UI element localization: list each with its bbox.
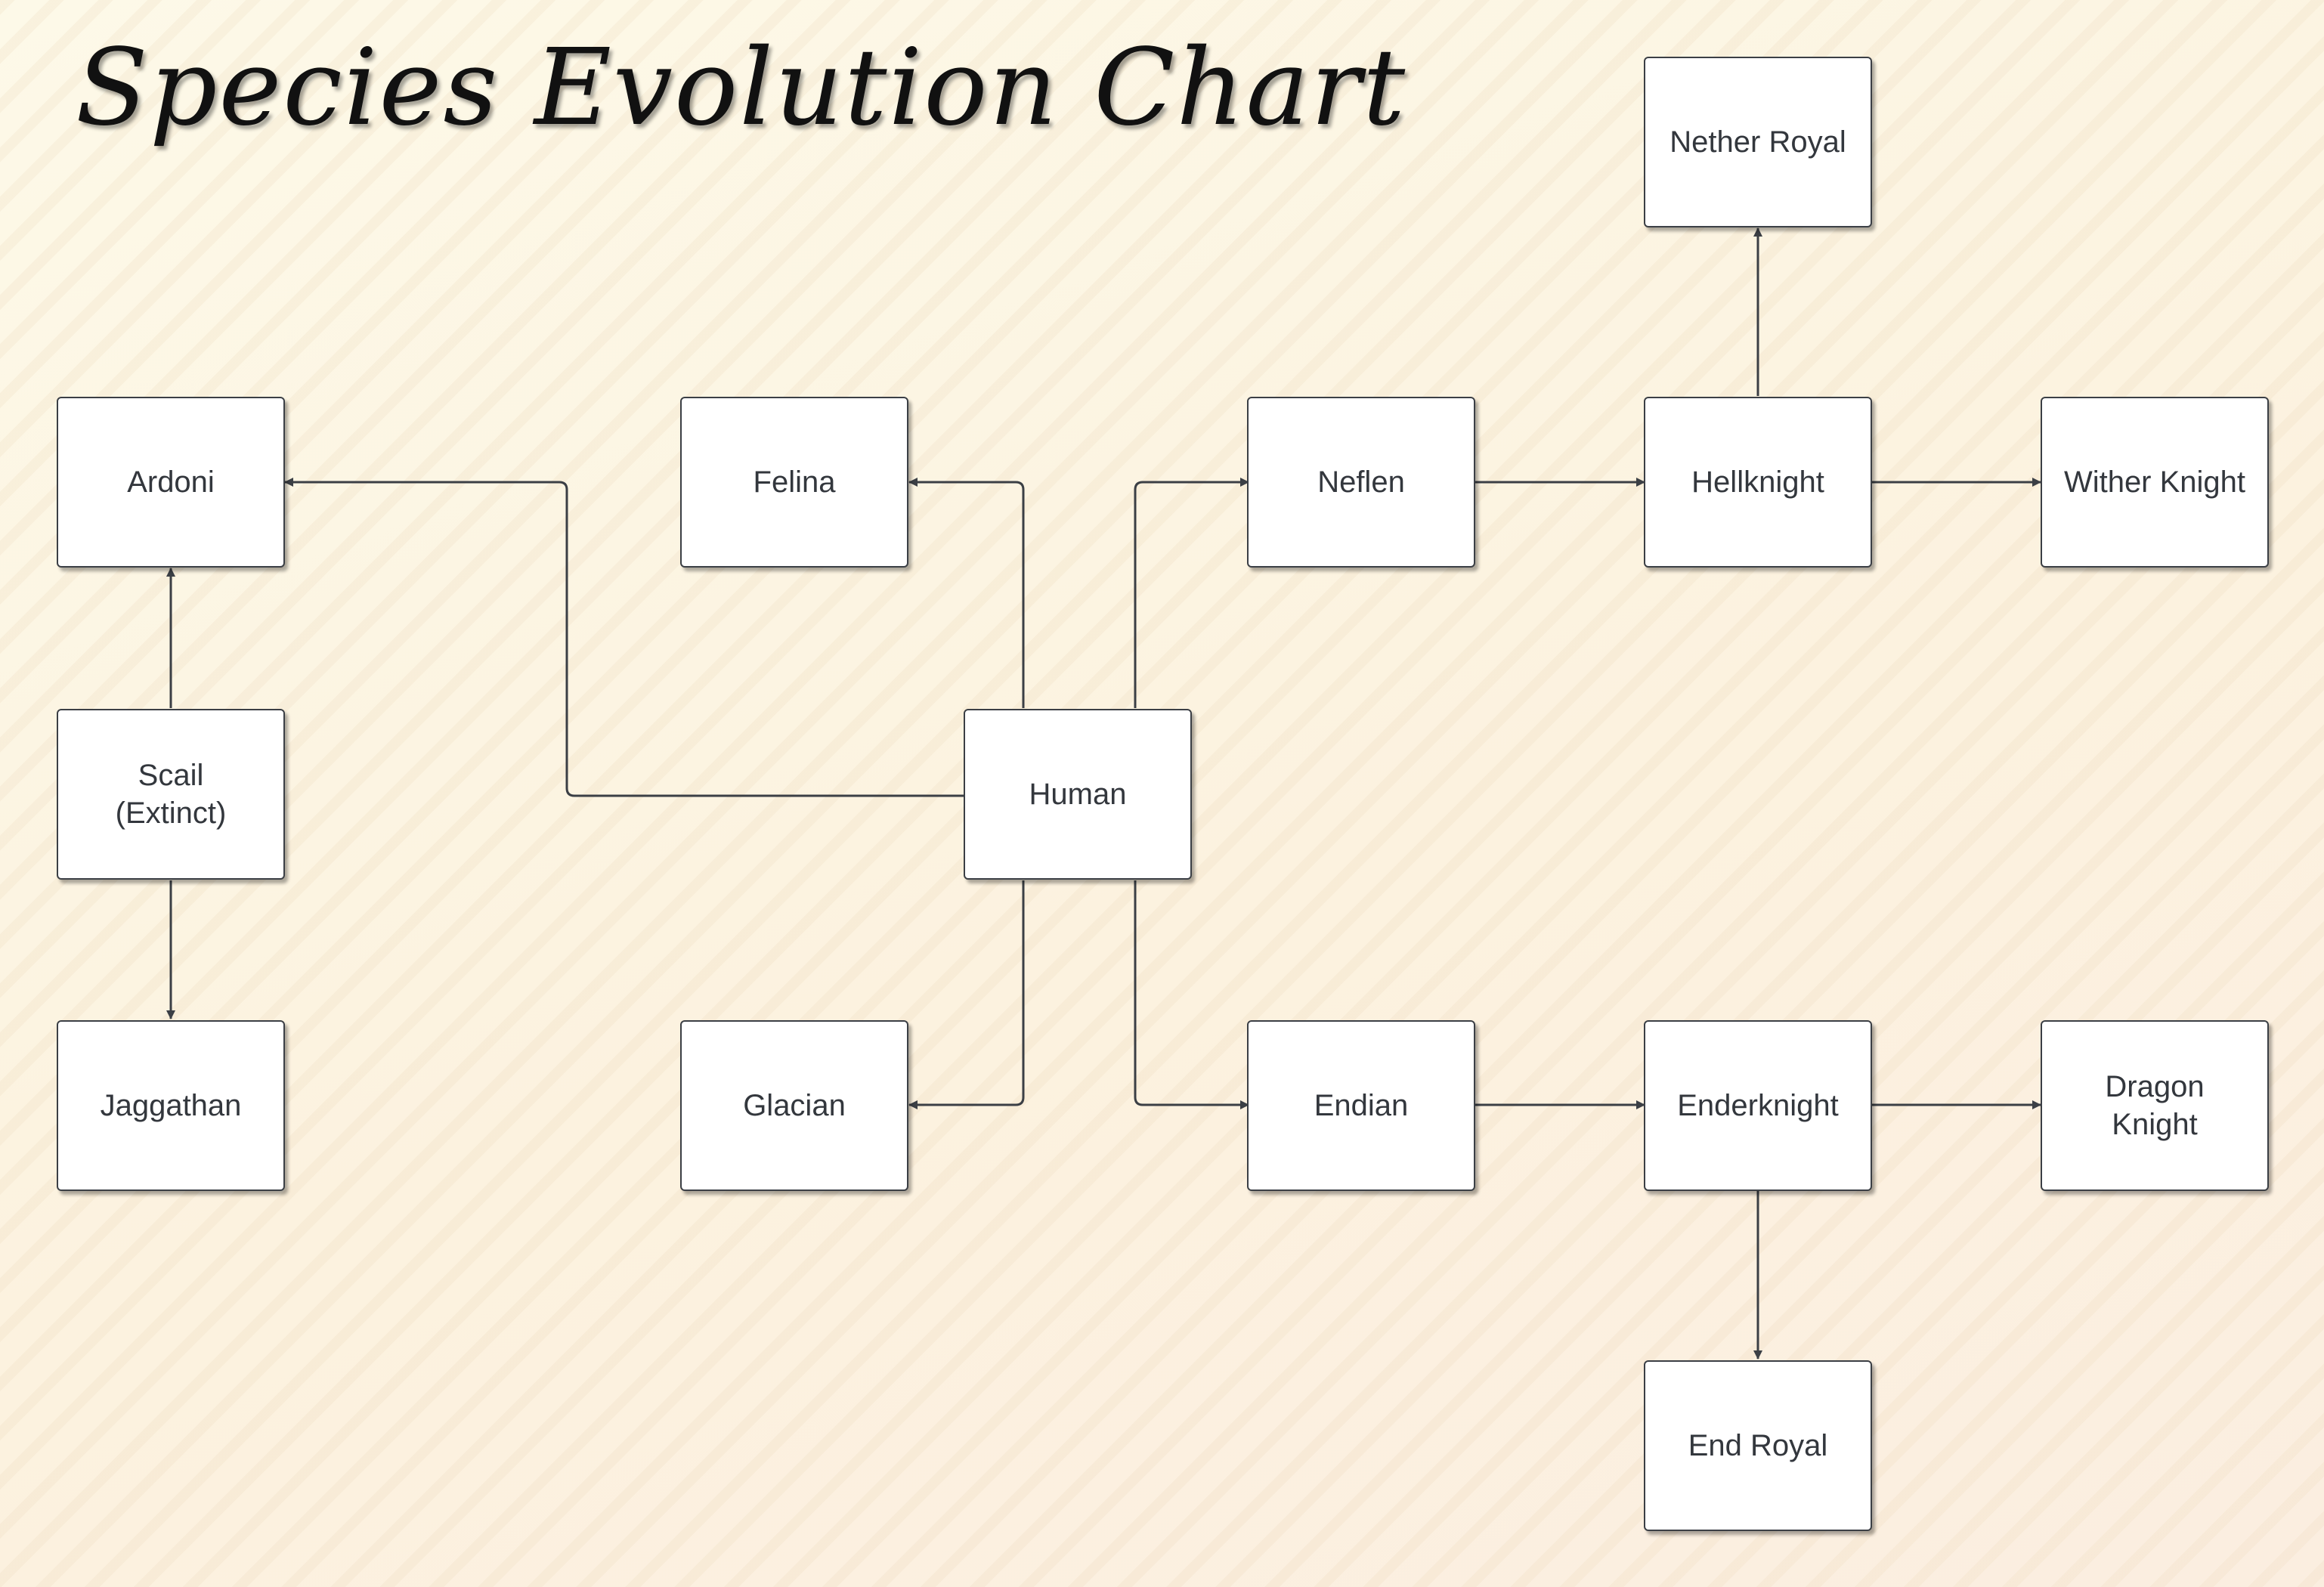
node-label-human: Human	[1029, 778, 1127, 811]
edge-human-ardoni	[284, 478, 964, 797]
node-hellknight[interactable]: Hellknight	[1644, 397, 1872, 568]
node-ardoni[interactable]: Ardoni	[57, 397, 285, 568]
node-label-dragon-knight: Dragon Knight	[2105, 1070, 2205, 1141]
node-wither-knight[interactable]: Wither Knight	[2041, 397, 2269, 568]
node-glacian[interactable]: Glacian	[680, 1020, 908, 1191]
node-label-glacian: Glacian	[743, 1089, 846, 1122]
node-neflen[interactable]: Neflen	[1247, 397, 1475, 568]
node-label-jaggathan: Jaggathan	[100, 1089, 242, 1122]
node-label-felina: Felina	[753, 466, 836, 499]
node-label-end-royal: End Royal	[1688, 1429, 1828, 1462]
node-scail[interactable]: Scail (Extinct)	[57, 709, 285, 880]
node-label-endian: Endian	[1314, 1089, 1409, 1122]
node-label-scail: Scail (Extinct)	[115, 759, 227, 830]
node-endian[interactable]: Endian	[1247, 1020, 1475, 1191]
node-label-nether-royal: Nether Royal	[1670, 125, 1846, 159]
node-label-enderknight: Enderknight	[1677, 1089, 1839, 1122]
node-enderknight[interactable]: Enderknight	[1644, 1020, 1872, 1191]
edge-human-felina	[908, 478, 1025, 708]
edge-human-glacian	[908, 880, 1025, 1109]
node-end-royal[interactable]: End Royal	[1644, 1360, 1872, 1531]
node-label-hellknight: Hellknight	[1691, 466, 1824, 499]
edge-human-neflen	[1134, 478, 1249, 708]
node-nether-royal[interactable]: Nether Royal	[1644, 57, 1872, 227]
node-jaggathan[interactable]: Jaggathan	[57, 1020, 285, 1191]
node-felina[interactable]: Felina	[680, 397, 908, 568]
node-label-ardoni: Ardoni	[127, 466, 215, 499]
edge-human-endian	[1134, 880, 1249, 1109]
node-dragon-knight[interactable]: Dragon Knight	[2041, 1020, 2269, 1191]
chart-title: Species Evolution Chart	[76, 26, 1407, 150]
node-human[interactable]: Human	[964, 709, 1192, 880]
node-label-neflen: Neflen	[1317, 466, 1405, 499]
node-label-wither-knight: Wither Knight	[2063, 466, 2246, 499]
